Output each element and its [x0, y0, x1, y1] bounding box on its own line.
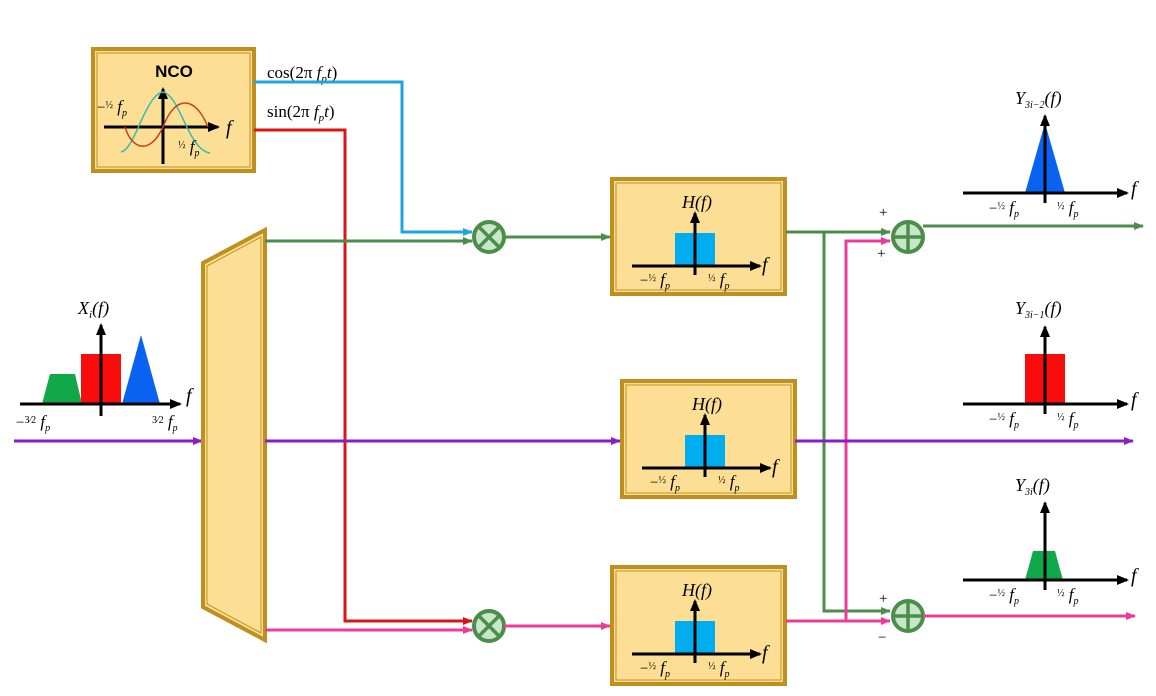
output-neg-label: −½ fp — [989, 198, 1019, 220]
filter-axis-label: f — [762, 254, 770, 276]
filter-neg-label: −½ fp — [650, 472, 680, 494]
input-blue-band — [122, 335, 160, 404]
input-pos-label: 3⁄2 fp — [152, 412, 178, 434]
output-pos-label: ½ fp — [1057, 585, 1078, 607]
filter-neg-label: −½ fp — [640, 658, 670, 680]
adder-bottom-minus: − — [878, 630, 886, 646]
output-title: Y3i(f) — [1015, 475, 1050, 498]
filter-pos-label: ½ fp — [708, 658, 729, 680]
filter-block-3[interactable]: H(f) f −½ fp ½ fp — [610, 565, 787, 686]
sin-signal-label: sin(2π fpt) — [267, 102, 334, 124]
nco-title: NCO — [155, 62, 193, 81]
filter-title: H(f) — [681, 192, 712, 213]
filter-title: H(f) — [691, 394, 722, 415]
input-green-band — [42, 374, 82, 404]
nco-cos-curve — [120, 91, 211, 154]
filter-block-2[interactable]: H(f) f −½ fp ½ fp — [620, 379, 797, 499]
output-spectrum-1: Y3i−2(f) f −½ fp ½ fp — [963, 88, 1139, 220]
adder-bottom — [891, 599, 925, 633]
output-axis-label: f — [1131, 565, 1139, 587]
splitter-block[interactable] — [201, 226, 267, 644]
filter-axis-label: f — [762, 642, 770, 664]
output-pos-label: ½ fp — [1057, 409, 1078, 431]
filter-title: H(f) — [681, 580, 712, 601]
multiplier-top — [472, 220, 506, 254]
filter-neg-label: −½ fp — [640, 270, 670, 292]
nco-neg-label: −½ fp — [97, 97, 127, 119]
adder-top-plus-bottom: + — [877, 246, 885, 262]
cos-signal-label: cos(2π fpt) — [267, 63, 337, 85]
multiplier-bottom — [472, 609, 506, 643]
filter3-to-adder1-line — [844, 237, 891, 621]
output-spectrum-2: Y3i−1(f) f −½ fp ½ fp — [963, 298, 1139, 431]
filters-group: H(f) f −½ fp ½ fp H(f) f −½ fp ½ fp H(f) f −½ fp ½ … — [610, 177, 797, 686]
filter-block-1[interactable]: H(f) f −½ fp ½ fp — [610, 177, 787, 296]
adder-top-plus-top: + — [879, 205, 887, 221]
sin-signal-line — [254, 128, 473, 625]
output-axis-label: f — [1131, 389, 1139, 411]
output-axis-label: f — [1131, 178, 1139, 200]
adder-bottom-plus: + — [879, 591, 887, 607]
output-neg-label: −½ fp — [989, 585, 1019, 607]
output-spectrum-3: Y3i(f) f −½ fp ½ fp — [963, 475, 1139, 607]
filter-pos-label: ½ fp — [708, 270, 729, 292]
output-neg-label: −½ fp — [989, 409, 1019, 431]
filter-axis-label: f — [772, 456, 780, 478]
nco-sin-curve — [124, 102, 209, 147]
input-spectrum: Xi(f) f −3⁄2 fp 3⁄2 fp — [16, 298, 194, 434]
nco-axis-label: f — [226, 117, 234, 139]
cos-signal-line — [254, 80, 473, 236]
filter1-to-adder2-line — [822, 232, 891, 615]
input-axis-label: f — [186, 385, 194, 407]
adder-top — [891, 220, 925, 254]
input-spectrum-title: Xi(f) — [77, 298, 109, 321]
output-pos-label: ½ fp — [1057, 198, 1078, 220]
output-title: Y3i−1(f) — [1015, 298, 1062, 321]
nco-block[interactable]: NCO −½ fp ½ fp f — [91, 47, 256, 173]
filter-pos-label: ½ fp — [718, 472, 739, 494]
input-neg-label: −3⁄2 fp — [16, 412, 50, 434]
output-title: Y3i−2(f) — [1015, 88, 1062, 111]
